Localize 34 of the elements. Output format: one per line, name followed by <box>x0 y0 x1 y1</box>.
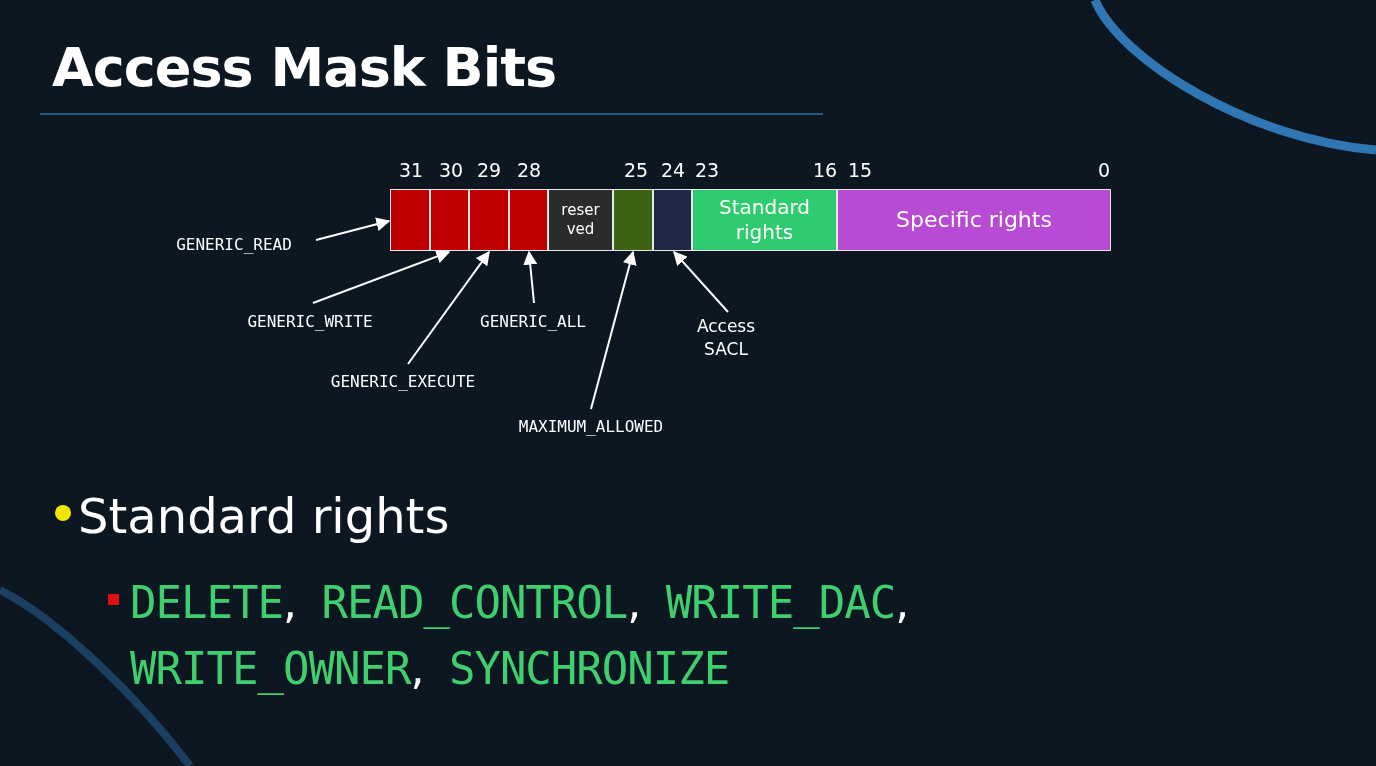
bit-cell <box>509 189 548 251</box>
bit-cell <box>430 189 469 251</box>
field-label: GENERIC_EXECUTE <box>330 371 476 391</box>
bit-field: reser ved <box>548 189 613 251</box>
field-label: Access SACL <box>691 315 761 361</box>
slide-title: Access Mask Bits <box>52 36 557 99</box>
leader-arrow <box>315 217 391 241</box>
field-label: GENERIC_READ <box>176 234 292 254</box>
bit-number: 25 <box>623 159 649 181</box>
leader-arrow <box>407 250 490 365</box>
leader-arrow <box>673 250 729 313</box>
bit-cell <box>653 189 692 251</box>
bit-number: 16 <box>812 159 838 181</box>
bullet-text: Standard rights <box>78 488 450 544</box>
leader-arrow <box>312 249 451 304</box>
bit-number: 28 <box>516 159 542 181</box>
field-label: GENERIC_WRITE <box>247 311 373 331</box>
bit-number: 0 <box>1097 159 1111 181</box>
bit-cell <box>613 189 653 251</box>
bit-number: 15 <box>847 159 873 181</box>
field-label: MAXIMUM_ALLOWED <box>518 416 664 436</box>
field-label: GENERIC_ALL <box>480 311 586 331</box>
bit-number: 31 <box>398 159 424 181</box>
bit-field: Specific rights <box>837 189 1111 251</box>
bit-number: 30 <box>438 159 464 181</box>
leader-arrow <box>590 250 637 410</box>
bit-field: Standard rights <box>692 189 837 251</box>
bit-number: 29 <box>476 159 502 181</box>
bit-number: 24 <box>660 159 686 181</box>
leader-arrow <box>523 250 538 304</box>
sub-bullet-text: DELETE, READ_CONTROL, WRITE_DAC, WRITE_OWNER, SYNCHRONIZE <box>130 576 910 697</box>
bit-cell <box>390 189 430 251</box>
bit-cell <box>469 189 509 251</box>
bit-number: 23 <box>694 159 720 181</box>
